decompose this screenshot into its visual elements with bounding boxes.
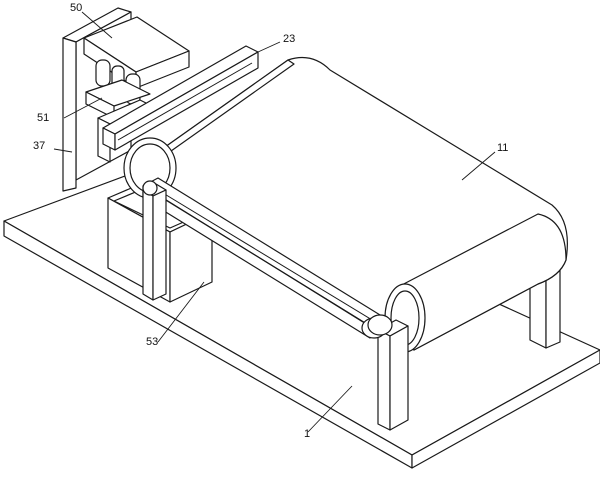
leg-front-left	[142, 180, 167, 301]
leg-front-right	[361, 314, 409, 431]
label-23: 23	[283, 33, 295, 45]
label-37: 37	[33, 140, 45, 152]
reference-labels: 50 23 51 37 11 53 1	[33, 2, 508, 440]
guide-rail	[102, 45, 259, 151]
side-rail	[142, 177, 386, 339]
motor-assembly	[83, 16, 190, 163]
label-51: 51	[37, 112, 49, 124]
label-53: 53	[146, 336, 158, 348]
label-1: 1	[304, 428, 310, 440]
label-50: 50	[70, 2, 82, 14]
leader-lines	[53, 11, 496, 433]
label-11: 11	[497, 142, 508, 154]
